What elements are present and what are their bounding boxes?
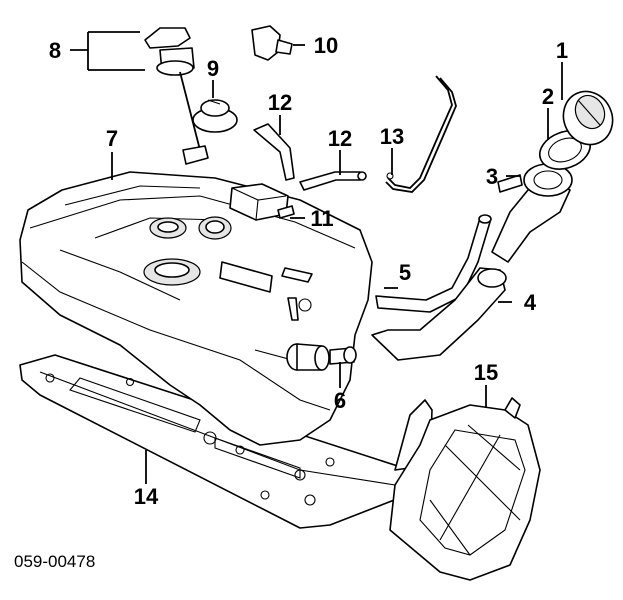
callout-10: 10 <box>314 33 338 58</box>
diagram-code: 059-00478 <box>14 552 95 571</box>
breather-pipe <box>385 75 457 193</box>
callout-11: 11 <box>310 206 333 231</box>
fuel-cap <box>562 90 614 146</box>
callouts: 1 2 3 4 5 6 7 8 9 10 11 12 12 13 14 15 <box>49 33 568 509</box>
callout-4: 4 <box>524 290 537 315</box>
fuel-outlet-fitting <box>286 343 357 371</box>
callout-9: 9 <box>207 56 219 81</box>
callout-6: 6 <box>334 388 346 413</box>
filler-hose <box>371 267 507 361</box>
filler-neck <box>491 163 573 263</box>
heat-shield <box>389 397 541 581</box>
callout-2: 2 <box>542 84 554 109</box>
leader-lines <box>70 31 563 484</box>
callout-3: 3 <box>486 164 498 189</box>
sender-cover-plate <box>192 99 238 133</box>
fuel-pump-sender <box>144 27 209 165</box>
callout-15: 15 <box>474 360 498 385</box>
callout-5: 5 <box>399 260 411 285</box>
hose-12-left <box>253 123 295 181</box>
callout-14: 14 <box>134 484 159 509</box>
skid-plate <box>19 354 433 529</box>
hose-12-right <box>299 171 367 191</box>
callout-12-right: 12 <box>328 126 352 151</box>
callout-8: 8 <box>49 38 61 63</box>
callout-13: 13 <box>380 124 404 149</box>
callout-1: 1 <box>556 38 568 63</box>
fuel-tank <box>19 171 373 446</box>
vent-hose <box>375 214 492 313</box>
callout-12-left: 12 <box>268 90 292 115</box>
callout-7: 7 <box>106 126 118 151</box>
check-valve <box>251 25 293 61</box>
evap-canister <box>229 183 295 221</box>
